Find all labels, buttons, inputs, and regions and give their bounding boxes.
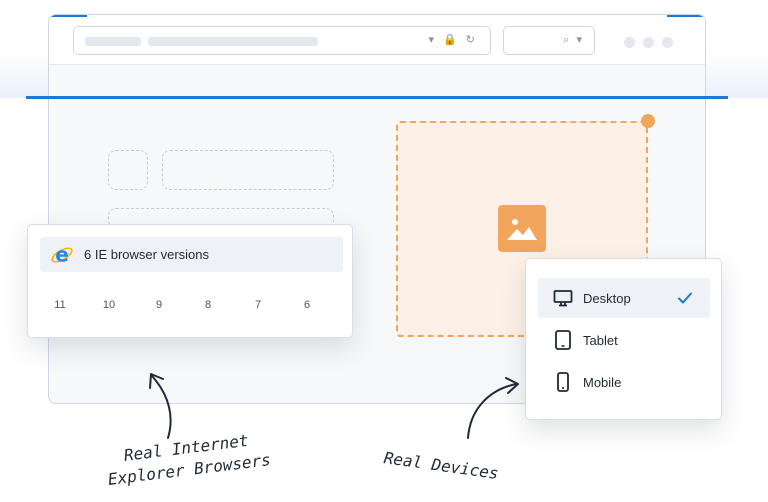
- device-label: Desktop: [583, 291, 631, 306]
- placeholder-bar: [162, 150, 334, 190]
- device-label: Tablet: [583, 333, 618, 348]
- ie-version[interactable]: 8: [204, 299, 212, 311]
- ie-versions-card: e 6 IE browser versions 11 10 9 8 7 6: [27, 224, 353, 338]
- accent-corner: [667, 15, 705, 17]
- search-box[interactable]: ⌕ ▾: [503, 26, 595, 55]
- svg-text:e: e: [55, 243, 69, 267]
- curved-arrow-icon: [149, 373, 172, 439]
- image-icon: [498, 205, 546, 252]
- address-bar-icons[interactable]: ▾ 🔒 ↻: [428, 34, 478, 46]
- internet-explorer-icon: e: [51, 243, 73, 267]
- ie-version[interactable]: 11: [54, 299, 66, 311]
- accent-corner: [49, 15, 87, 17]
- ie-version[interactable]: 10: [102, 299, 116, 311]
- desktop-icon: [553, 290, 573, 307]
- url-placeholder-text: [148, 37, 318, 46]
- tablet-icon: [555, 330, 571, 350]
- device-option-tablet[interactable]: Tablet: [538, 320, 710, 360]
- caption-devices: Real Devices: [382, 448, 500, 483]
- ie-version[interactable]: 9: [155, 299, 163, 311]
- accent-line: [26, 96, 728, 99]
- mobile-icon: [557, 372, 569, 392]
- device-option-desktop[interactable]: Desktop: [538, 278, 710, 318]
- ie-card-title: 6 IE browser versions: [84, 247, 209, 262]
- search-icon[interactable]: ⌕ ▾: [563, 34, 584, 46]
- ie-version[interactable]: 6: [303, 299, 311, 311]
- address-bar[interactable]: ▾ 🔒 ↻: [73, 26, 491, 55]
- ie-card-header: e 6 IE browser versions: [40, 237, 343, 272]
- device-option-mobile[interactable]: Mobile: [538, 362, 710, 402]
- resize-handle[interactable]: [641, 114, 655, 128]
- window-dot[interactable]: [662, 37, 673, 48]
- url-placeholder-segment: [85, 37, 141, 46]
- ie-version[interactable]: 7: [254, 299, 262, 311]
- window-dot[interactable]: [643, 37, 654, 48]
- device-menu: Desktop Tablet Mobile: [525, 258, 722, 420]
- browser-toolbar: ▾ 🔒 ↻ ⌕ ▾: [49, 15, 705, 65]
- window-controls: [624, 35, 681, 53]
- placeholder-square: [108, 150, 148, 190]
- window-dot[interactable]: [624, 37, 635, 48]
- checkmark-icon: [678, 292, 692, 304]
- curved-arrow-icon: [467, 377, 519, 439]
- device-label: Mobile: [583, 375, 622, 390]
